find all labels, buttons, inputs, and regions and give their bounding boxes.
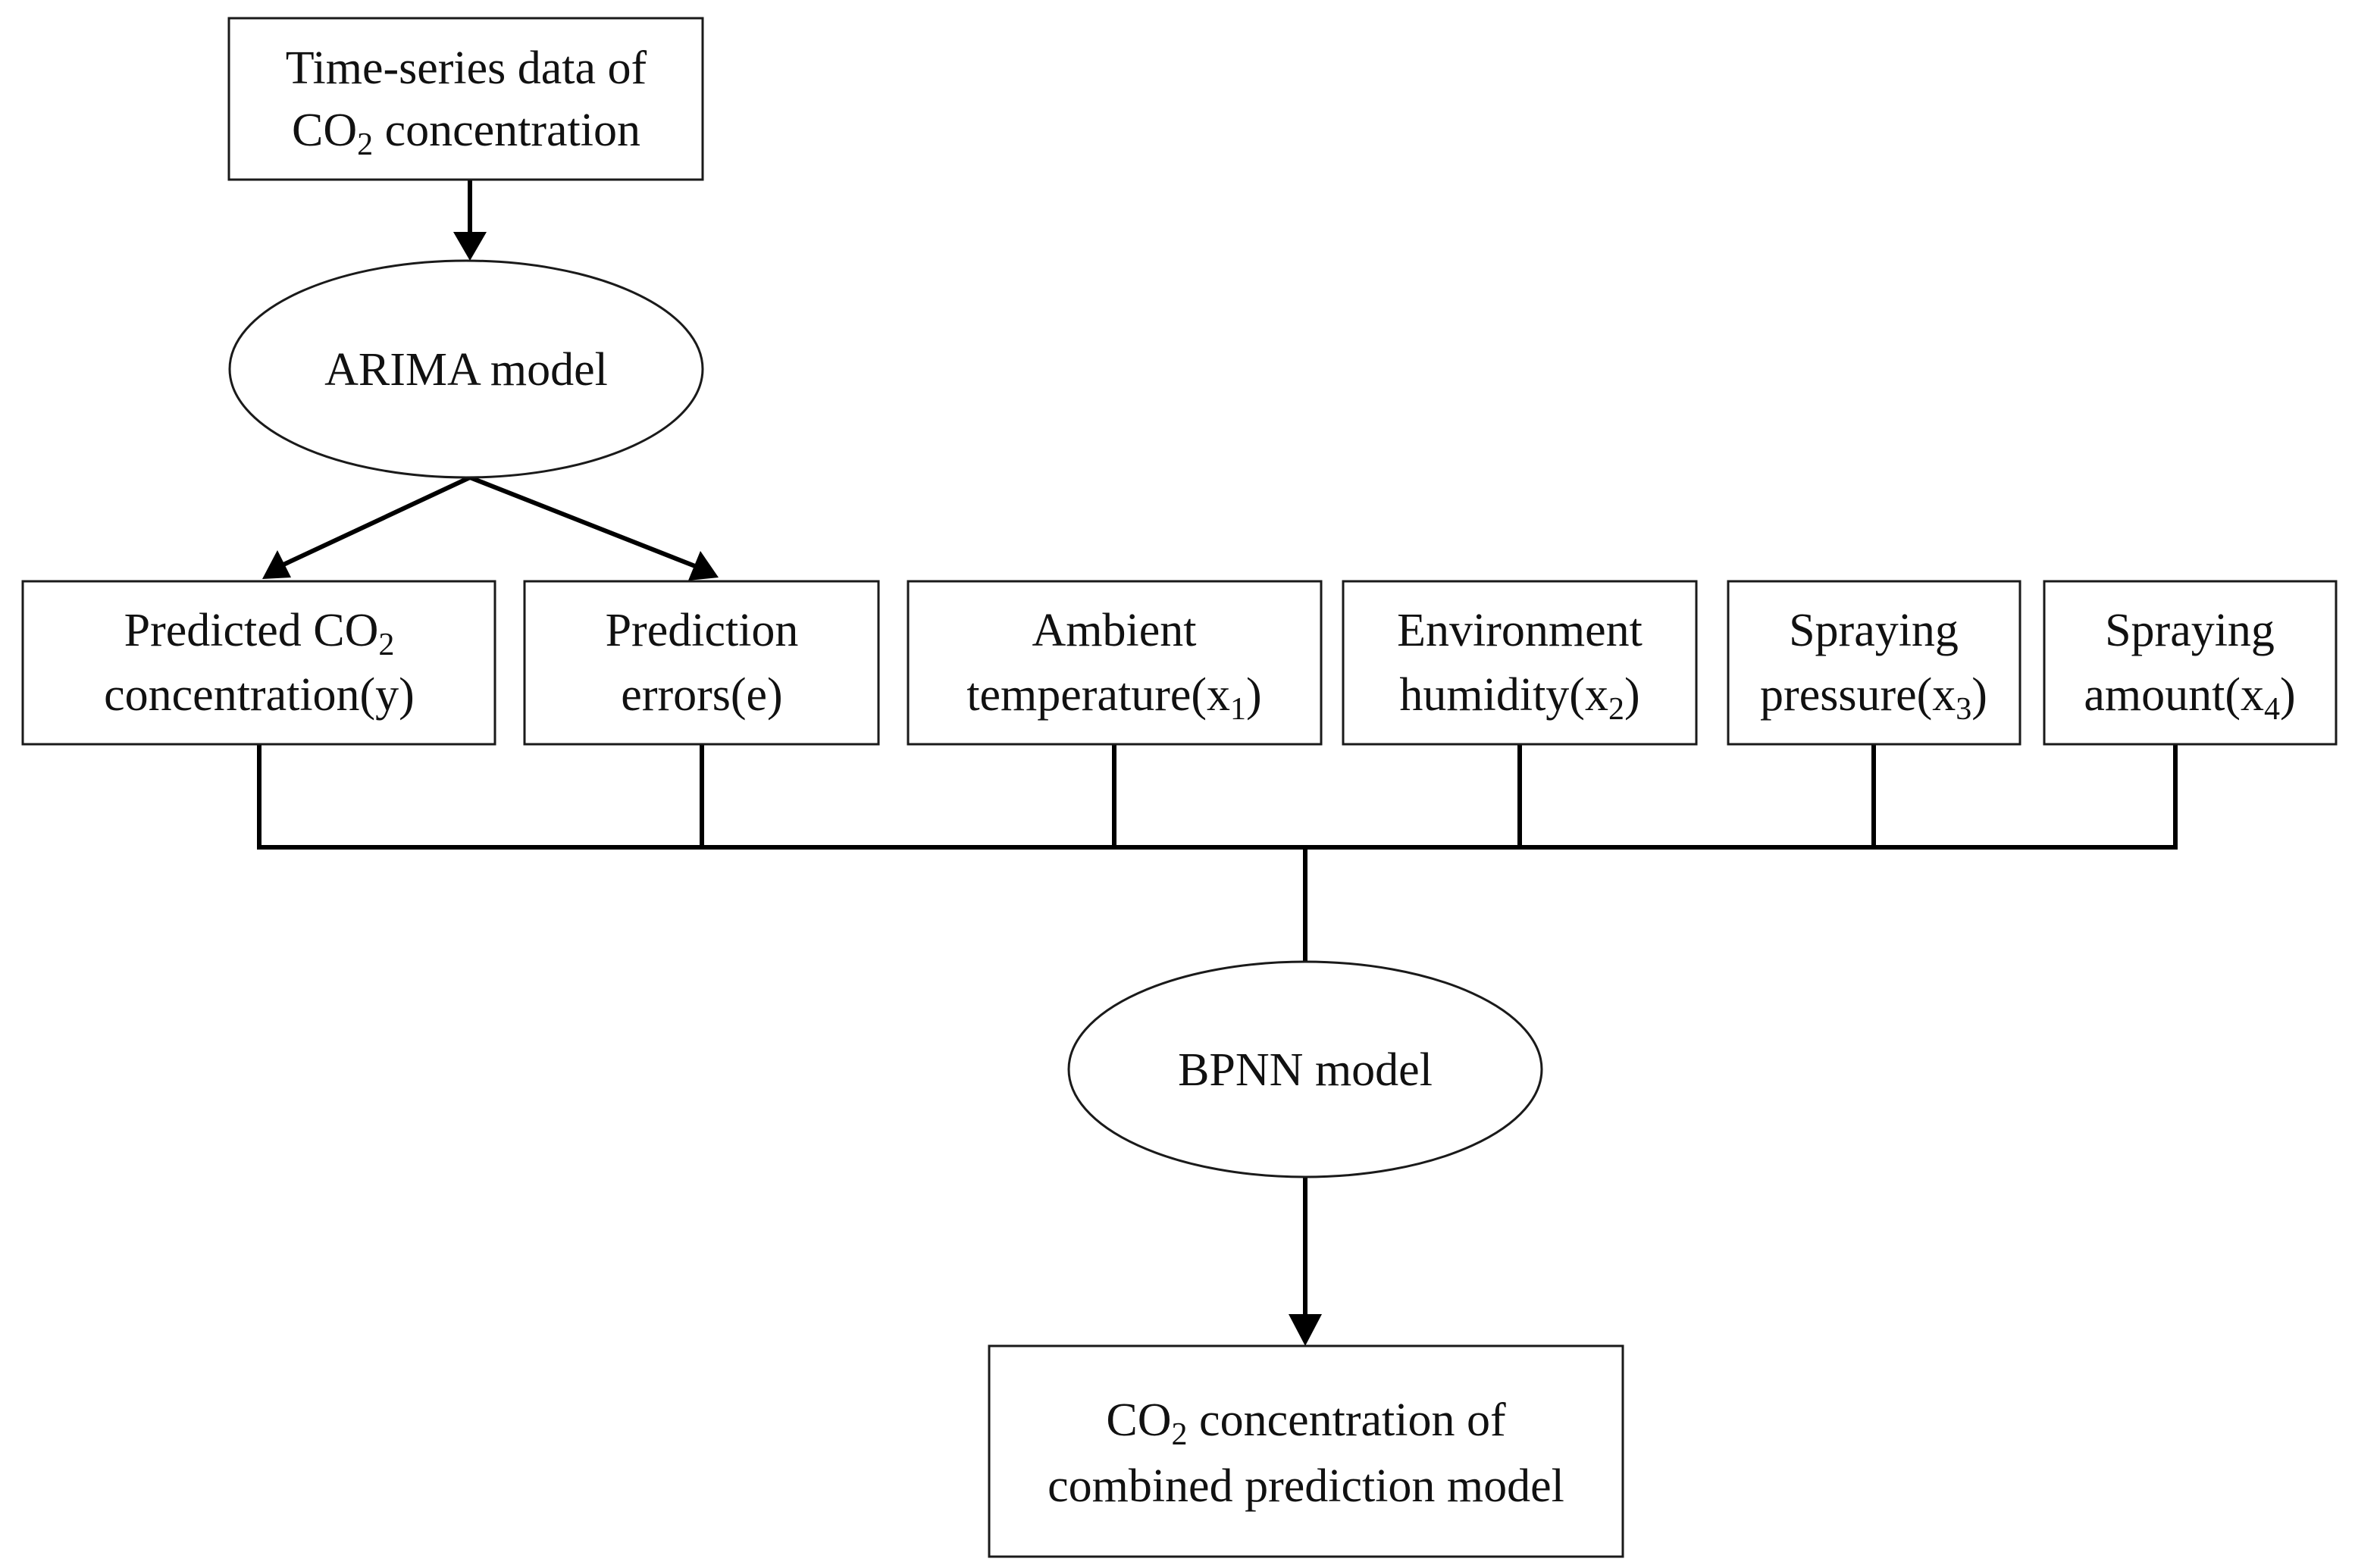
arrowhead-arima-to-predicted <box>262 550 291 579</box>
node-label-line1: CO2 concentration of <box>1106 1394 1506 1452</box>
node-label-line2: concentration(y) <box>104 669 415 721</box>
node-spraying-pressure: Spraying pressure(x3) <box>1727 580 2021 746</box>
node-label: ARIMA model <box>324 344 608 396</box>
node-label-line2: combined prediction model <box>1048 1460 1564 1512</box>
node-combined-output: CO2 concentration of combined prediction… <box>988 1344 1624 1558</box>
node-label-line2: temperature(x1) <box>966 669 1261 727</box>
node-label: BPNN model <box>1178 1044 1433 1096</box>
node-label-line2: amount(x4) <box>2084 669 2295 727</box>
node-label-line2: errors(e) <box>621 669 782 721</box>
node-arima-model: ARIMA model <box>228 259 704 479</box>
node-label-line1: Ambient <box>1032 605 1197 656</box>
node-time-series-data: Time-series data of CO2 concentration <box>227 17 704 181</box>
node-label-line2: pressure(x3) <box>1760 669 1987 727</box>
node-predicted-co2: Predicted CO2 concentration(y) <box>21 580 496 746</box>
node-spraying-amount: Spraying amount(x4) <box>2043 580 2338 746</box>
connectors <box>257 180 2178 1346</box>
node-label-line1: Prediction <box>606 605 799 656</box>
node-label-line1: Predicted CO2 <box>124 605 395 662</box>
node-label-line1: Environment <box>1397 605 1643 656</box>
arrow-arima-to-predicted <box>282 475 471 567</box>
node-prediction-errors: Prediction errors(e) <box>523 580 880 746</box>
arrowhead-arima-to-errors <box>688 551 719 581</box>
arrow-arima-to-errors <box>468 475 697 568</box>
arrowhead-bpnn-to-output <box>1289 1314 1322 1346</box>
node-label-line1: Spraying <box>2105 605 2275 656</box>
node-environment-humidity: Environment humidity(x2) <box>1342 580 1698 746</box>
node-label-line2: CO2 concentration <box>292 105 640 162</box>
arrowhead-input-to-arima <box>453 232 487 261</box>
node-label-line2: humidity(x2) <box>1399 669 1639 727</box>
node-label-line1: Time-series data of <box>286 42 647 94</box>
node-ambient-temperature: Ambient temperature(x1) <box>907 580 1323 746</box>
node-label-line1: Spraying <box>1789 605 1959 656</box>
node-bpnn-model: BPNN model <box>1067 960 1543 1178</box>
